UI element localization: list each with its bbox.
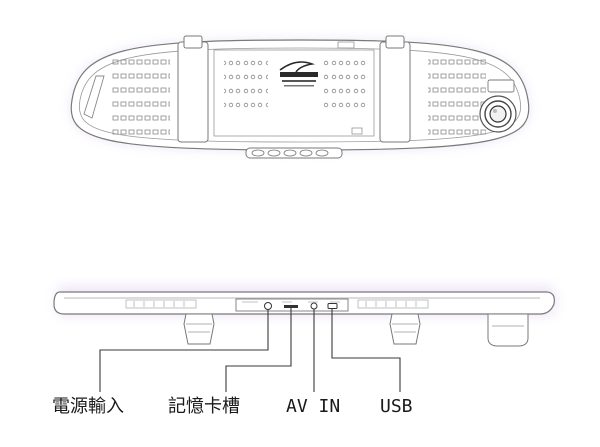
bottom-vent-left — [125, 299, 197, 309]
callout-label-memory-card: 記憶卡槽 — [168, 396, 240, 417]
left-mount-tab-top — [183, 35, 203, 49]
callout-label-power: 電源輸入 — [52, 396, 124, 417]
left-mount-clip — [177, 41, 209, 143]
front-view — [70, 35, 530, 159]
memory-card-slot[interactable] — [284, 305, 298, 308]
callout-label-usb: USB — [380, 396, 413, 417]
right-mount-clip — [379, 41, 411, 143]
mic-marking — [351, 127, 363, 135]
callout-line-card — [225, 308, 292, 392]
center-grille-left — [224, 58, 268, 114]
camera-lens — [479, 95, 517, 133]
callout-line-usb — [331, 308, 401, 392]
front-button-5[interactable] — [315, 149, 329, 157]
bottom-vent-right — [357, 299, 429, 309]
button-row — [245, 147, 343, 159]
bottom-view — [53, 286, 556, 347]
front-button-4[interactable] — [299, 149, 313, 157]
right-mount-tab-top — [385, 35, 405, 49]
bottom-camera-housing — [487, 313, 529, 347]
av-in-port[interactable] — [310, 302, 318, 310]
center-grille-right — [324, 58, 368, 114]
front-button-2[interactable] — [267, 149, 281, 157]
center-panel — [213, 49, 375, 137]
front-button-3[interactable] — [283, 149, 297, 157]
front-button-1[interactable] — [251, 149, 265, 157]
camera-housing-top — [487, 79, 515, 93]
reset-marking — [337, 41, 355, 49]
brand-logo — [279, 61, 318, 87]
bottom-mount-right — [389, 313, 421, 345]
bottom-mount-left — [183, 313, 215, 345]
callout-label-av-in: AV IN — [286, 396, 341, 417]
left-edge-detail — [83, 75, 105, 119]
left-grille — [112, 52, 170, 136]
usb-port[interactable] — [327, 303, 338, 309]
power-port[interactable] — [264, 302, 272, 310]
callout-line-power — [99, 309, 269, 392]
callout-lines — [99, 308, 401, 392]
right-grille — [428, 52, 486, 136]
